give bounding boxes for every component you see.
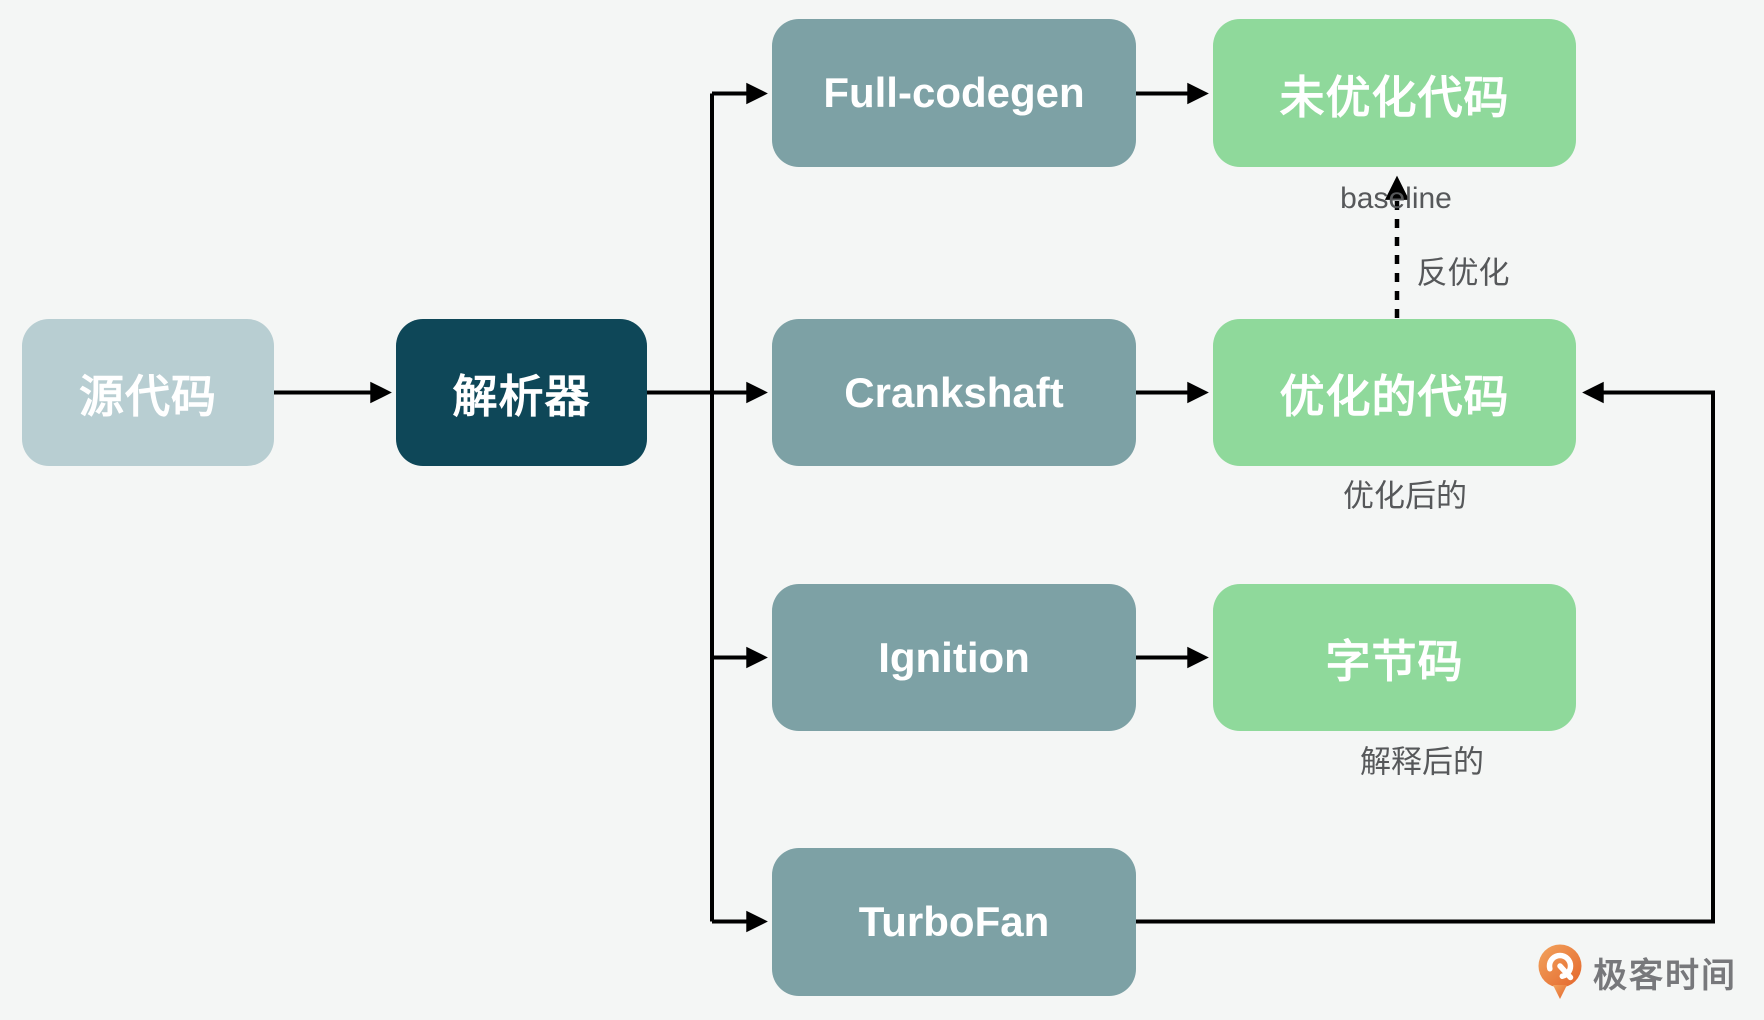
node-bytecode-label: 字节码 (1325, 636, 1464, 687)
node-turbofan-label: TurboFan (858, 898, 1050, 945)
node-ignition-label: Ignition (878, 633, 1030, 681)
node-crankshaft-label: Crankshaft (844, 368, 1064, 416)
node-ignition: Ignition (772, 584, 1136, 731)
interpreted-note: 解释后的 (1360, 744, 1484, 780)
optimized-note: 优化后的 (1343, 478, 1467, 514)
node-parser: 解析器 (396, 319, 647, 466)
node-optimized-code: 优化的代码 (1213, 319, 1576, 466)
node-source-code-label: 源代码 (78, 371, 217, 422)
node-crankshaft: Crankshaft (772, 319, 1136, 466)
node-bytecode: 字节码 (1213, 584, 1576, 731)
node-full-codegen-label: Full-codegen (823, 69, 1085, 116)
baseline-label: baseline (1340, 182, 1452, 215)
node-source-code: 源代码 (22, 319, 274, 466)
deoptimize-label: 反优化 (1416, 255, 1510, 291)
node-turbofan: TurboFan (772, 848, 1136, 996)
geektime-logo: 极客时间 (1537, 944, 1737, 1000)
geektime-logo-text: 极客时间 (1593, 956, 1737, 995)
node-parser-label: 解析器 (452, 371, 591, 422)
node-unoptimized-code: 未优化代码 (1213, 19, 1576, 167)
node-full-codegen: Full-codegen (772, 19, 1136, 167)
geektime-logo-icon (1538, 944, 1582, 999)
node-unoptimized-code-label: 未优化代码 (1279, 71, 1510, 123)
node-optimized-code-label: 优化的代码 (1279, 371, 1510, 422)
